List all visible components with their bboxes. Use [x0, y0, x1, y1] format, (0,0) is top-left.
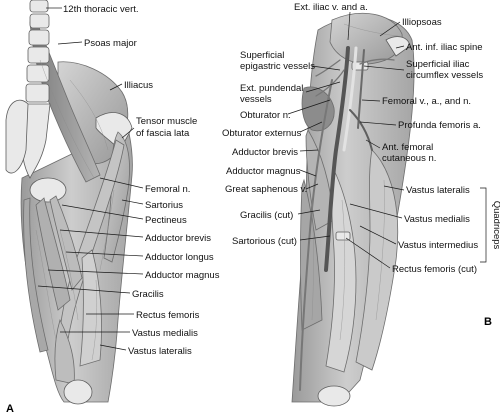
label-rectus-femoris: Rectus femoris	[136, 310, 200, 321]
panel-b-illustration	[291, 13, 415, 407]
label-vastus-lateralis: Vastus lateralis	[128, 346, 192, 357]
label-great-saphenous: Great saphenous v.	[225, 184, 307, 195]
panel-letter-a: A	[6, 403, 14, 415]
label-vastus-medialis-b: Vastus medialis	[404, 214, 470, 225]
label-pectineus: Pectineus	[145, 215, 187, 226]
label-femoral-nerve: Femoral n.	[145, 184, 190, 195]
label-vastus-intermedius: Vastus intermedius	[398, 240, 478, 251]
label-obturator-n: Obturator n.	[240, 110, 291, 121]
label-psoas-major: Psoas major	[84, 38, 137, 49]
label-sup-circumflex-line2: circumflex vessels	[406, 70, 483, 81]
label-tensor-muscle-line1: Tensor muscle	[136, 116, 197, 127]
panel-b-leaders	[287, 11, 487, 269]
label-ant-inf-iliac-spine: Ant. inf. iliac spine	[406, 42, 483, 53]
label-12th-thoracic-vert: 12th thoracic vert.	[63, 4, 139, 15]
label-adductor-magnus-b: Adductor magnus	[226, 166, 301, 177]
label-ext-iliac: Ext. iliac v. and a.	[294, 2, 368, 13]
label-iliacus: Illiacus	[124, 80, 153, 91]
label-illiopsoas: Illiopsoas	[402, 17, 442, 28]
label-adductor-brevis: Adductor brevis	[145, 233, 211, 244]
label-sup-epigastric-line2: epigastric vessels	[240, 61, 315, 72]
label-obturator-externus: Obturator externus	[222, 128, 301, 139]
label-adductor-brevis-b: Adductor brevis	[232, 147, 298, 158]
label-sartorius-cut: Sartorious (cut)	[232, 236, 297, 247]
label-ant-femoral-line2: cutaneous n.	[382, 153, 436, 164]
label-ext-pudendal-line1: Ext. pundendal	[240, 83, 303, 94]
label-vastus-lateralis-b: Vastus lateralis	[406, 185, 470, 196]
label-adductor-longus: Adductor longus	[145, 252, 214, 263]
label-adductor-magnus: Adductor magnus	[145, 270, 220, 281]
panel-a-labels: 12th thoracic vert. Psoas major Illiacus…	[63, 4, 220, 357]
panel-a-leaders	[37, 7, 144, 351]
panel-b-labels: Ext. iliac v. and a. Illiopsoas Ant. inf…	[222, 2, 500, 275]
label-quadriceps: Quadriceps	[491, 201, 500, 250]
label-sup-circumflex-line1: Superficial iliac	[406, 59, 470, 70]
label-profunda-femoris: Profunda femoris a.	[398, 120, 481, 131]
label-femoral-v-a-n: Femoral v., a., and n.	[382, 96, 471, 107]
label-ant-femoral-line1: Ant. femoral	[382, 142, 433, 153]
label-ext-pudendal-line2: vessels	[240, 94, 272, 105]
label-gracilis: Gracilis	[132, 289, 164, 300]
label-rectus-femoris-cut: Rectus femoris (cut)	[392, 264, 477, 275]
label-tensor-muscle-line2: of fascia lata	[136, 128, 190, 139]
label-gracilis-cut: Gracilis (cut)	[240, 210, 293, 221]
label-sup-epigastric-line1: Superficial	[240, 50, 284, 61]
label-vastus-medialis: Vastus medialis	[132, 328, 198, 339]
panel-letter-b: B	[484, 316, 492, 328]
label-sartorius: Sartorius	[145, 200, 183, 211]
panel-a-illustration	[5, 0, 133, 405]
